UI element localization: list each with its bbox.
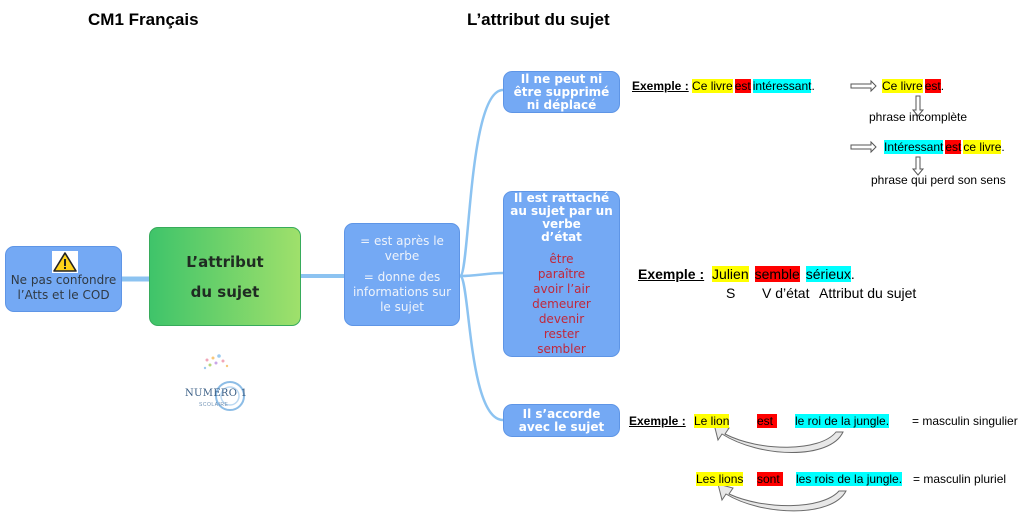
- example1-verb: est: [734, 79, 751, 93]
- example2-label-a: Attribut du sujet: [819, 285, 917, 301]
- example3-subject-plural: Les lions: [696, 472, 744, 486]
- example3-verb-plural: sont: [757, 472, 783, 486]
- b2-line-2: au sujet par un: [510, 203, 613, 218]
- verb-item: avoir l’air: [533, 281, 590, 296]
- connector-middle-b2: [458, 271, 505, 278]
- warning-line-2: l’Atts et le COD: [17, 288, 110, 302]
- warning-line-1: Ne pas confondre: [10, 273, 117, 287]
- verb-item: être: [549, 251, 574, 266]
- verb-item: sembler: [537, 341, 586, 356]
- example3-subject: Le lion: [694, 414, 730, 428]
- example2-label-v: V d’état: [762, 285, 810, 301]
- example1-subject: Ce livre: [692, 79, 733, 93]
- verb-item: demeurer: [532, 296, 591, 311]
- connector-middle-b1: [458, 88, 505, 278]
- branch-agreement[interactable]: Il s’accorde avec le sujet: [503, 404, 620, 437]
- example2-label-s: S: [726, 285, 736, 301]
- example1-test2-subject: ce livre: [963, 140, 1002, 154]
- b2-line-1: Il est rattaché: [513, 190, 610, 205]
- branch-not-removable[interactable]: Il ne peut ni être supprimé ni déplacé: [503, 71, 620, 113]
- arrow-right-1: [850, 79, 877, 93]
- example1-test1-subject: Ce livre: [882, 79, 923, 93]
- logo-subtext: SCOLAIRE: [199, 402, 229, 408]
- example3-attribute: le roi de la jungle.: [795, 414, 890, 428]
- example3-label-text: Exemple :: [629, 414, 686, 428]
- header-main-title: L’attribut du sujet: [467, 10, 610, 29]
- central-node[interactable]: L’attribut du sujet: [149, 227, 301, 326]
- b1-line-1: Il ne peut ni: [520, 71, 603, 86]
- example1-test2-attribute: Intéressant: [884, 140, 944, 154]
- example2-dot: .: [850, 266, 855, 282]
- connector-middle-b3: [458, 274, 505, 422]
- example1-label: Exemple :: [632, 79, 689, 93]
- example3-attribute-plural: les rois de la jungle.: [796, 472, 903, 486]
- warning-node[interactable]: Ne pas confondre l’Atts et le COD: [5, 246, 122, 312]
- b1-line-3: ni déplacé: [526, 97, 597, 112]
- example2-subject: Julien: [712, 266, 749, 282]
- header-left-title: CM1 Français: [88, 10, 199, 29]
- b3-line-2: avec le sujet: [518, 419, 605, 434]
- b1-line-2: être supprimé: [513, 84, 610, 99]
- example1-test2-verb: est: [945, 140, 962, 154]
- example2-attribute: sérieux: [805, 266, 851, 282]
- central-line-2: du sujet: [190, 282, 260, 301]
- middle-line-2: verbe: [384, 249, 420, 263]
- verb-item: rester: [543, 326, 580, 341]
- example3-note: = masculin singulier: [912, 414, 1018, 428]
- b2-line-4: d’état: [541, 229, 582, 244]
- logo-mark-icon: [203, 354, 245, 411]
- example1-note2: phrase qui perd son sens: [871, 173, 1006, 187]
- middle-line-4: informations sur: [352, 285, 452, 299]
- middle-line-3: = donne des: [363, 270, 441, 284]
- arrow-right-2: [850, 140, 877, 154]
- agreement-arrow-1: [713, 423, 844, 453]
- numero1-logo: NUMERO 1 SCOLAIRE: [185, 352, 250, 414]
- example1-attribute: intéressant: [752, 79, 812, 93]
- central-line-1: L’attribut: [186, 252, 264, 271]
- example3-label: Exemple :: [629, 414, 686, 428]
- state-verbs-list: être paraître avoir l’air demeurer deven…: [532, 252, 591, 357]
- middle-node[interactable]: = est après le verbe = donne des informa…: [344, 223, 460, 326]
- example1-test2-dot: .: [1001, 140, 1005, 154]
- middle-line-5: le sujet: [380, 300, 424, 314]
- example3-verb: est: [757, 414, 777, 428]
- example2-sentence: Exemple : Julien semble sérieux.: [638, 266, 855, 282]
- branch-linking-verb[interactable]: Il est rattaché au sujet par un verbe d’…: [503, 191, 620, 357]
- agreement-arrow-2: [717, 483, 847, 512]
- b2-line-3: verbe: [542, 216, 581, 231]
- warning-triangle-icon: [52, 251, 78, 273]
- example2-label: Exemple :: [638, 266, 705, 282]
- b3-line-1: Il s’accorde: [522, 406, 601, 421]
- arrow-down-2: [911, 156, 925, 176]
- middle-line-1: = est après le: [360, 234, 444, 248]
- example1-test1-dot: .: [940, 79, 945, 93]
- example1-dot: .: [811, 79, 815, 93]
- example2-verb: semble: [754, 266, 800, 282]
- example3-note-plural: = masculin pluriel: [913, 472, 1007, 486]
- example1-test1-verb: est: [924, 79, 941, 93]
- logo-text: NUMERO 1: [185, 388, 248, 399]
- example1-note1: phrase incomplète: [869, 110, 968, 124]
- arrow-down-1: [911, 95, 925, 117]
- verb-item: paraître: [537, 266, 586, 281]
- verb-item: devenir: [538, 311, 585, 326]
